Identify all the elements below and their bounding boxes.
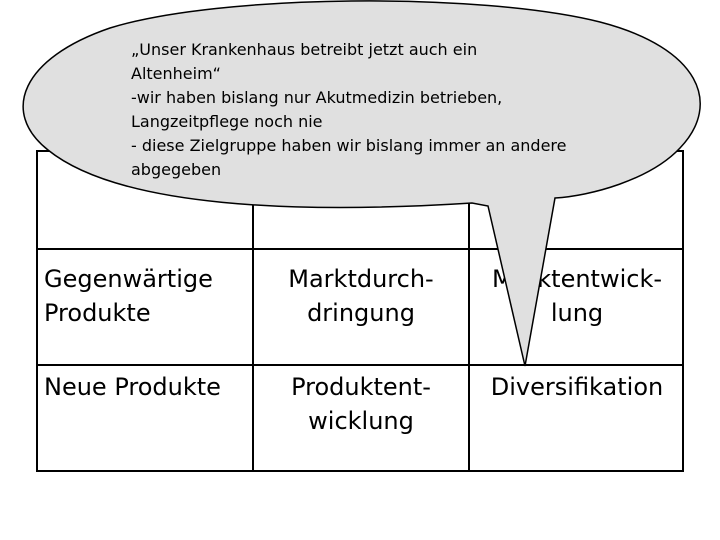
- row-divider-2: [38, 364, 682, 366]
- cell-market-development: Marktentwick-lung: [491, 265, 663, 327]
- cell-product-development: Produktent-wicklung: [291, 373, 431, 435]
- cell-diversification: Diversifikation: [490, 373, 664, 401]
- ansoff-matrix: Gegenwärtige Produkte Marktdurch-dringun…: [36, 150, 684, 472]
- row-label-new-products: Neue Produkte: [44, 373, 221, 401]
- speech-bubble-text: „Unser Krankenhaus betreibt jetzt auch e…: [131, 40, 567, 179]
- cell-market-penetration: Marktdurch-dringung: [288, 265, 434, 327]
- row-label-current-products: Gegenwärtige Produkte: [44, 265, 213, 327]
- row-divider-1: [38, 248, 682, 250]
